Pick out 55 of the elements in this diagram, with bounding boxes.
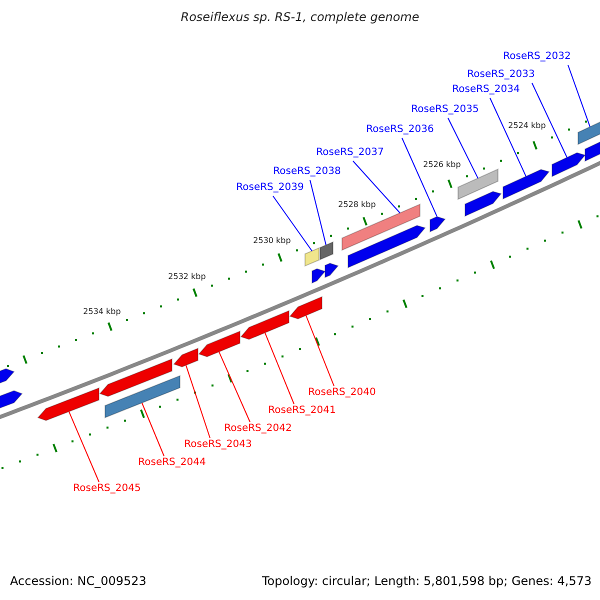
gene-feature	[289, 296, 322, 320]
gene-feature	[312, 268, 326, 284]
leader-line	[568, 64, 590, 128]
gene-label: RoseRS_2032	[503, 51, 571, 63]
leader-line	[490, 98, 526, 177]
leader-line	[402, 138, 438, 218]
gene-label: RoseRS_2035	[411, 104, 479, 116]
gene-feature	[37, 387, 100, 422]
gene-feature	[464, 190, 502, 217]
gene-feature	[198, 330, 240, 358]
leader-line	[142, 402, 164, 456]
gene-feature	[240, 310, 290, 340]
gene-block	[104, 374, 180, 418]
gene-label: RoseRS_2039	[236, 182, 304, 194]
gene-label: RoseRS_2034	[452, 84, 520, 96]
leader-line	[306, 315, 334, 386]
gene-feature	[502, 168, 550, 200]
leader-line	[186, 364, 210, 438]
position-label: 2528 kbp	[338, 199, 376, 211]
position-label: 2534 kbp	[83, 306, 121, 318]
leader-line	[264, 332, 294, 404]
leader-line	[532, 82, 568, 158]
gene-block	[304, 247, 320, 267]
position-label: 2524 kbp	[508, 120, 546, 132]
gene-label: RoseRS_2041	[268, 405, 336, 417]
gene-block	[320, 241, 334, 260]
gene-feature	[552, 152, 586, 178]
gene-label: RoseRS_2033	[467, 69, 535, 81]
title: Roseiflexus sp. RS-1, complete genome	[180, 11, 420, 23]
gene-label: RoseRS_2045	[73, 483, 141, 495]
gene-label: RoseRS_2044	[138, 457, 206, 469]
leader-line	[218, 351, 250, 422]
gene-label: RoseRS_2038	[273, 166, 341, 178]
gene-label: RoseRS_2036	[366, 124, 434, 136]
leader-line	[352, 160, 400, 214]
genome-summary: Topology: circular; Length: 5,801,598 bp; Genes: 4,573	[262, 575, 592, 587]
gene-feature	[584, 140, 600, 162]
gene-feature	[348, 224, 426, 268]
gene-label: RoseRS_2042	[224, 423, 292, 435]
leader-line	[310, 180, 326, 246]
gene-feature	[173, 348, 198, 368]
position-label: 2526 kbp	[423, 159, 461, 171]
gene-label: RoseRS_2037	[316, 147, 384, 159]
gene-label: RoseRS_2040	[308, 387, 376, 399]
gene-feature	[324, 262, 339, 278]
leader-line	[272, 196, 312, 252]
gene-label: RoseRS_2043	[184, 439, 252, 451]
gene-feature	[99, 358, 172, 397]
position-label: 2530 kbp	[253, 235, 291, 247]
position-label: 2532 kbp	[168, 271, 206, 283]
gene-block	[458, 168, 498, 200]
leader-line	[448, 118, 478, 179]
accession-text: Accession: NC_009523	[10, 575, 146, 587]
leader-line	[68, 411, 100, 482]
gene-feature	[430, 216, 446, 232]
